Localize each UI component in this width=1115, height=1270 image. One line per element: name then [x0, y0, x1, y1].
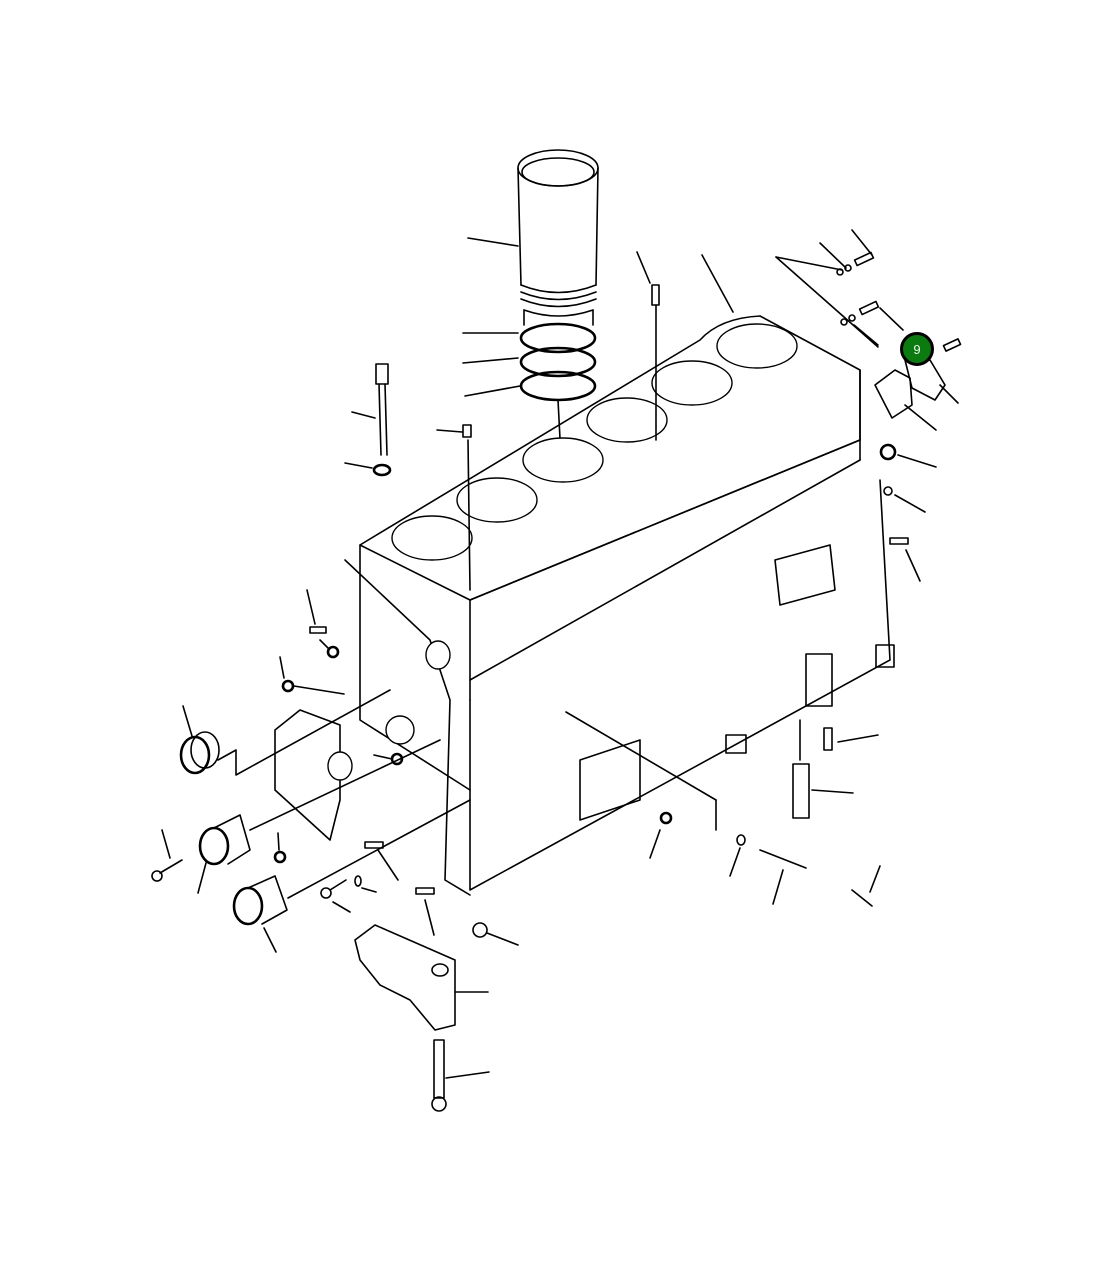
part-callout-9[interactable]: 9	[900, 332, 934, 366]
dowel-pins	[436, 251, 660, 591]
cylinder-liner	[462, 149, 599, 459]
block-top-deck	[359, 315, 861, 791]
head-bolt	[344, 363, 392, 477]
callout-label: 9	[913, 341, 921, 357]
right-side-fittings	[565, 443, 937, 907]
block-side	[469, 479, 895, 891]
small-fasteners-left	[151, 589, 435, 936]
front-plate	[274, 559, 471, 896]
main-bearing-cap	[354, 922, 519, 1112]
top-right-fasteners	[775, 229, 962, 431]
camshaft-bushings	[179, 689, 471, 953]
deck-leaders	[701, 254, 734, 313]
